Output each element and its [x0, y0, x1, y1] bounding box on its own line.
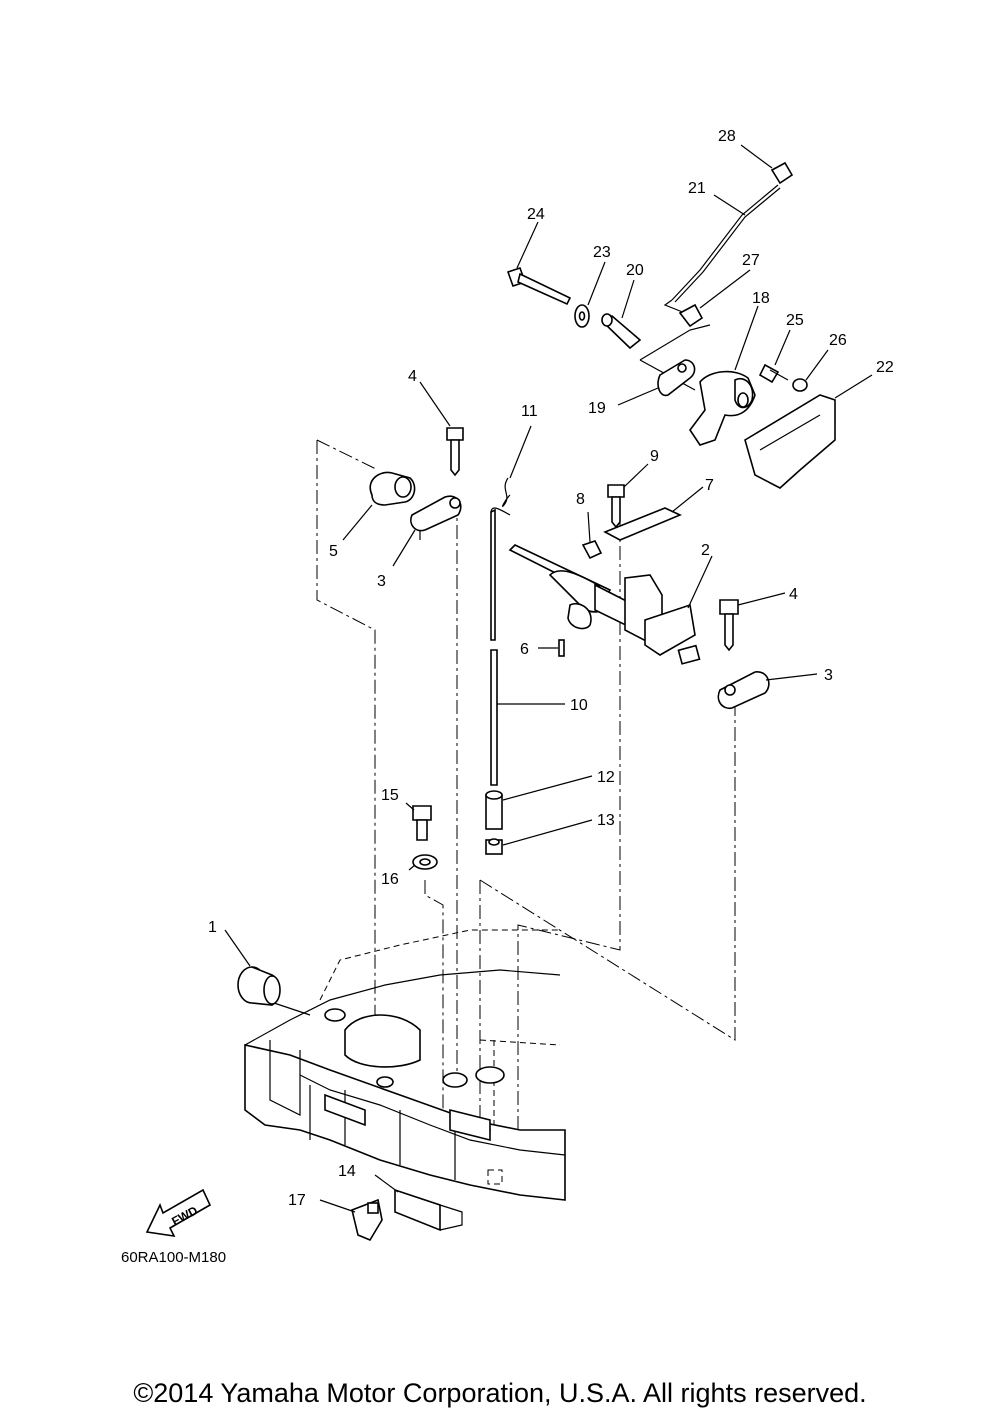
callout-22: 22 — [876, 359, 894, 376]
callout-7: 7 — [705, 477, 714, 494]
part-joint-left — [410, 495, 462, 540]
part-rod — [490, 507, 511, 786]
callout-6: 6 — [520, 641, 529, 658]
part-cap-27 — [678, 303, 704, 328]
part-clip — [501, 477, 511, 507]
callout-10: 10 — [570, 697, 588, 714]
callout-26: 26 — [829, 332, 847, 349]
part-cap-28 — [770, 161, 794, 185]
part-shift-shaft — [508, 540, 701, 665]
part-washer-26 — [792, 378, 808, 392]
callout-labels: 1 2 3 3 4 4 5 6 7 8 9 10 11 12 13 14 15 … — [208, 128, 894, 1209]
callout-25: 25 — [786, 312, 804, 329]
part-holder-17 — [351, 1198, 383, 1242]
reference-lines — [264, 324, 736, 1180]
callout-28: 28 — [718, 128, 736, 145]
callout-4-top: 4 — [408, 368, 417, 385]
callout-18: 18 — [752, 290, 770, 307]
callout-13: 13 — [597, 812, 615, 829]
part-collar-12 — [485, 790, 503, 830]
part-bracket-18 — [689, 370, 756, 446]
callout-16: 16 — [381, 871, 399, 888]
diagram-code: 60RA100-M180 — [121, 1249, 226, 1266]
part-nut-13 — [485, 838, 503, 855]
callout-17: 17 — [288, 1192, 306, 1209]
callout-5: 5 — [329, 543, 338, 560]
callout-19: 19 — [588, 400, 606, 417]
callout-15: 15 — [381, 787, 399, 804]
callout-21: 21 — [688, 180, 706, 197]
callout-3-right: 3 — [824, 667, 833, 684]
part-clip-14 — [394, 1188, 463, 1232]
part-bracket-22 — [744, 394, 836, 489]
callout-14: 14 — [338, 1163, 356, 1180]
part-bolt-24 — [506, 266, 572, 306]
callout-11: 11 — [521, 403, 538, 420]
part-plate — [603, 507, 682, 541]
part-washer-23 — [574, 304, 590, 328]
fwd-arrow-icon: FWD — [145, 1188, 212, 1238]
callout-8: 8 — [576, 491, 585, 508]
part-collar-20 — [601, 313, 642, 350]
part-bolt-top — [446, 427, 464, 477]
part-lever-19 — [657, 359, 696, 397]
callout-1: 1 — [208, 919, 217, 936]
callout-4-right: 4 — [789, 586, 798, 603]
callout-23: 23 — [593, 244, 611, 261]
bottom-cowling — [244, 929, 566, 1201]
part-clamp — [369, 471, 416, 506]
part-grommet — [237, 966, 281, 1006]
part-joint-right — [717, 671, 770, 710]
part-bolt-9 — [607, 484, 625, 529]
callout-27: 27 — [742, 252, 760, 269]
part-bolt-right — [719, 599, 739, 652]
callout-3-left: 3 — [377, 573, 386, 590]
part-washer-16 — [412, 854, 438, 870]
leader-lines — [224, 144, 873, 1213]
callout-2: 2 — [701, 542, 710, 559]
callout-9: 9 — [650, 448, 659, 465]
part-bolt-15 — [412, 805, 432, 841]
callout-12: 12 — [597, 769, 615, 786]
copyright-notice: ©2014 Yamaha Motor Corporation, U.S.A. A… — [133, 1378, 867, 1408]
callout-20: 20 — [626, 262, 644, 279]
part-bolt-25 — [758, 363, 789, 384]
callout-24: 24 — [527, 206, 545, 223]
